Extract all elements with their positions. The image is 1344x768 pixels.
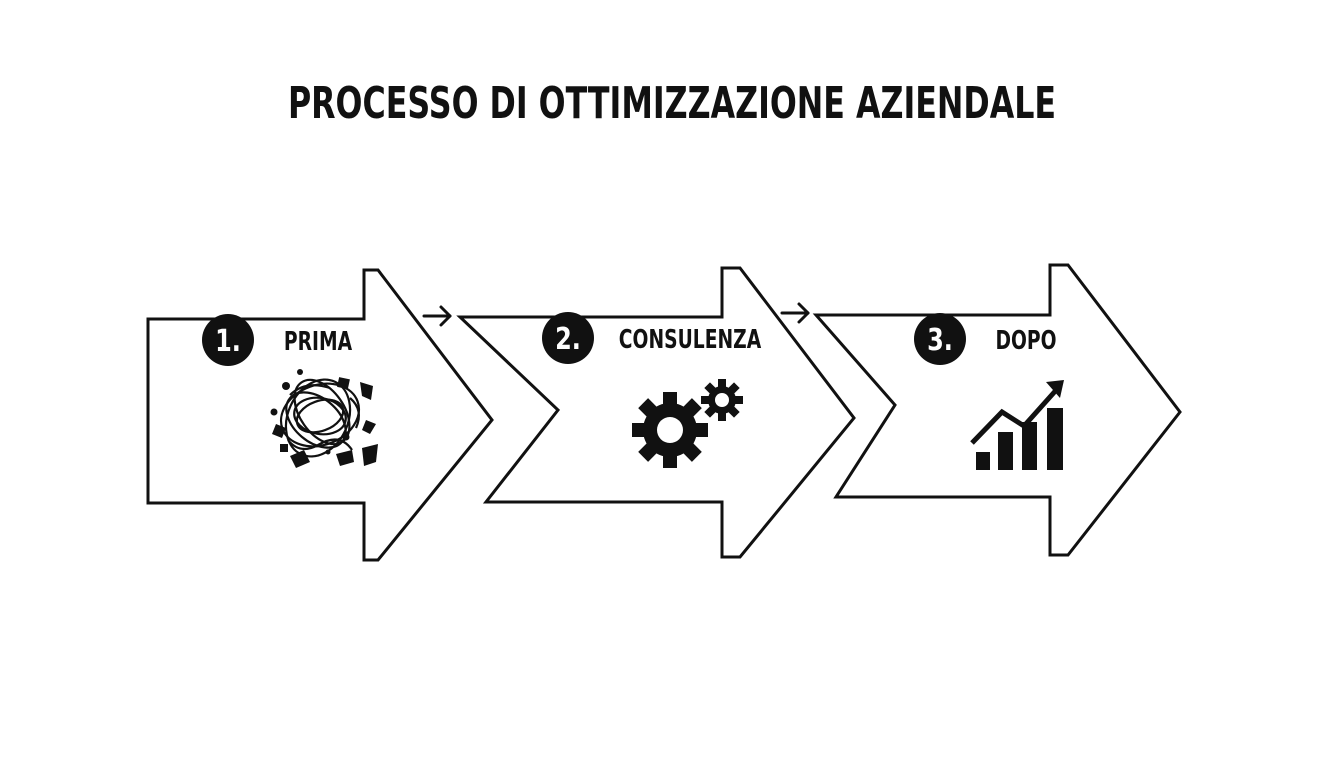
step-3-number: 3. bbox=[927, 323, 953, 357]
step-3-number-badge bbox=[914, 313, 966, 365]
step-2-label: CONSULENZA bbox=[619, 325, 762, 355]
step-1-number: 1. bbox=[215, 324, 241, 358]
step-1-number-badge bbox=[202, 314, 254, 366]
small-gear-icon bbox=[701, 379, 743, 421]
step-2-number: 2. bbox=[555, 322, 581, 356]
step-1-arrow bbox=[146, 268, 494, 562]
chaos-scribble-icon bbox=[270, 369, 378, 468]
gears-icon bbox=[632, 379, 743, 468]
step-2-number-badge bbox=[542, 312, 594, 364]
step-3-label: DOPO bbox=[995, 326, 1056, 356]
connector-2-arrow-icon bbox=[780, 302, 810, 324]
large-gear-icon bbox=[632, 392, 708, 468]
step-1-label: PRIMA bbox=[284, 327, 353, 357]
connector-1-arrow-icon bbox=[422, 305, 452, 327]
page-title: PROCESSO DI OTTIMIZZAZIONE AZIENDALE bbox=[287, 78, 1057, 129]
growth-chart-icon bbox=[970, 380, 1064, 470]
step-3-arrow bbox=[812, 263, 1182, 557]
